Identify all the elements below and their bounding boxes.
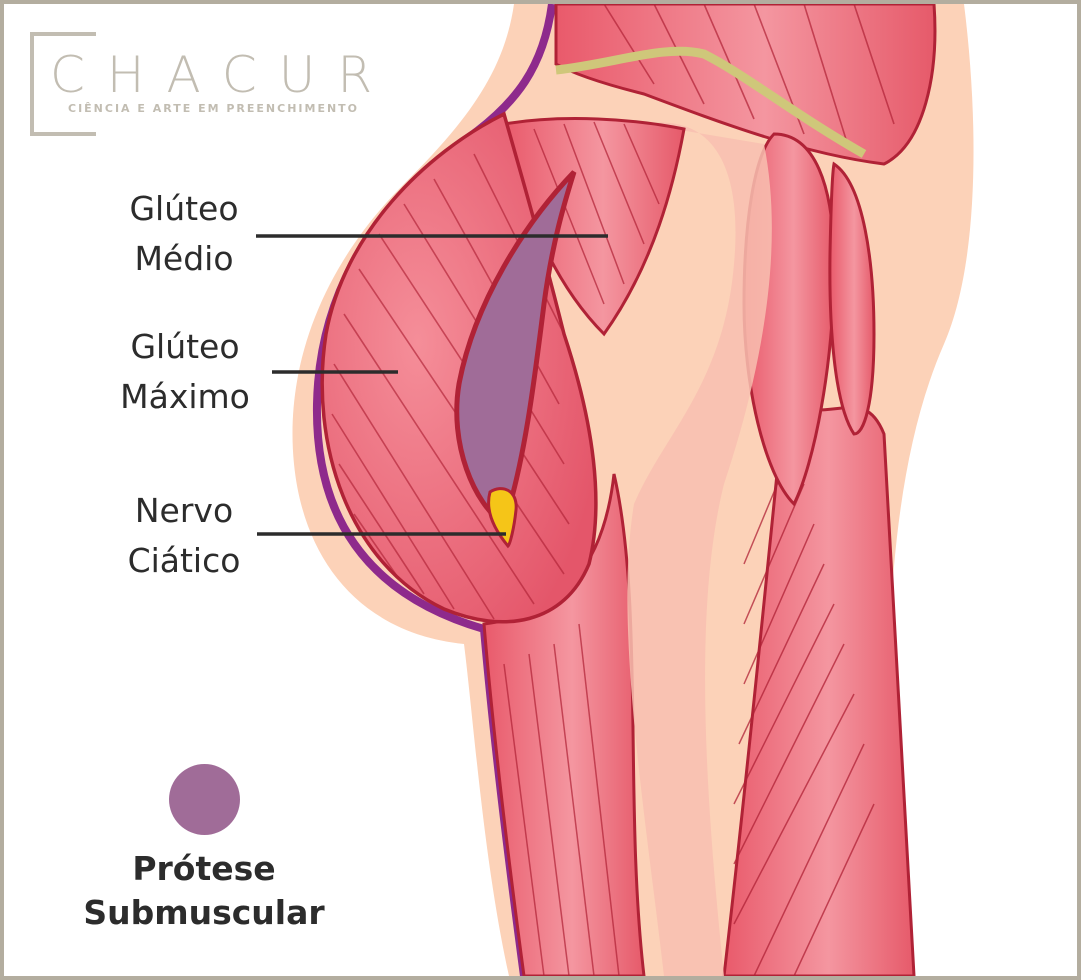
belt-band [555, 46, 867, 158]
label-nervo-ciatico-line2: Ciático [127, 541, 241, 580]
label-nervo-ciatico: Nervo Ciático [104, 486, 264, 586]
logo-wordmark: CHACUR [50, 46, 395, 104]
inner-thigh [627, 122, 772, 976]
anatomy-illustration [256, 4, 974, 976]
quadriceps-muscle [722, 401, 916, 976]
sciatic-nerve [487, 487, 518, 549]
label-gluteo-maximo-line1: Glúteo [130, 327, 240, 366]
legend-line1: Prótese [132, 849, 276, 888]
legend-line2: Submuscular [83, 893, 325, 932]
label-gluteo-maximo: Glúteo Máximo [100, 322, 270, 422]
label-gluteo-maximo-line2: Máximo [120, 377, 250, 416]
label-gluteo-medio: Glúteo Médio [104, 184, 264, 284]
label-nervo-ciatico-line1: Nervo [134, 491, 234, 530]
legend-implant-swatch [169, 764, 240, 835]
chacur-logo: CHACUR CIÊNCIA E ARTE EM PREENCHIMENTO [30, 32, 410, 142]
logo-tagline: CIÊNCIA E ARTE EM PREENCHIMENTO [68, 102, 360, 115]
label-gluteo-medio-line2: Médio [134, 239, 234, 278]
tensor-muscle [828, 161, 876, 436]
legend-implant-label: Prótese Submuscular [44, 847, 364, 935]
logo-bracket [30, 32, 96, 136]
label-gluteo-medio-line1: Glúteo [129, 189, 239, 228]
